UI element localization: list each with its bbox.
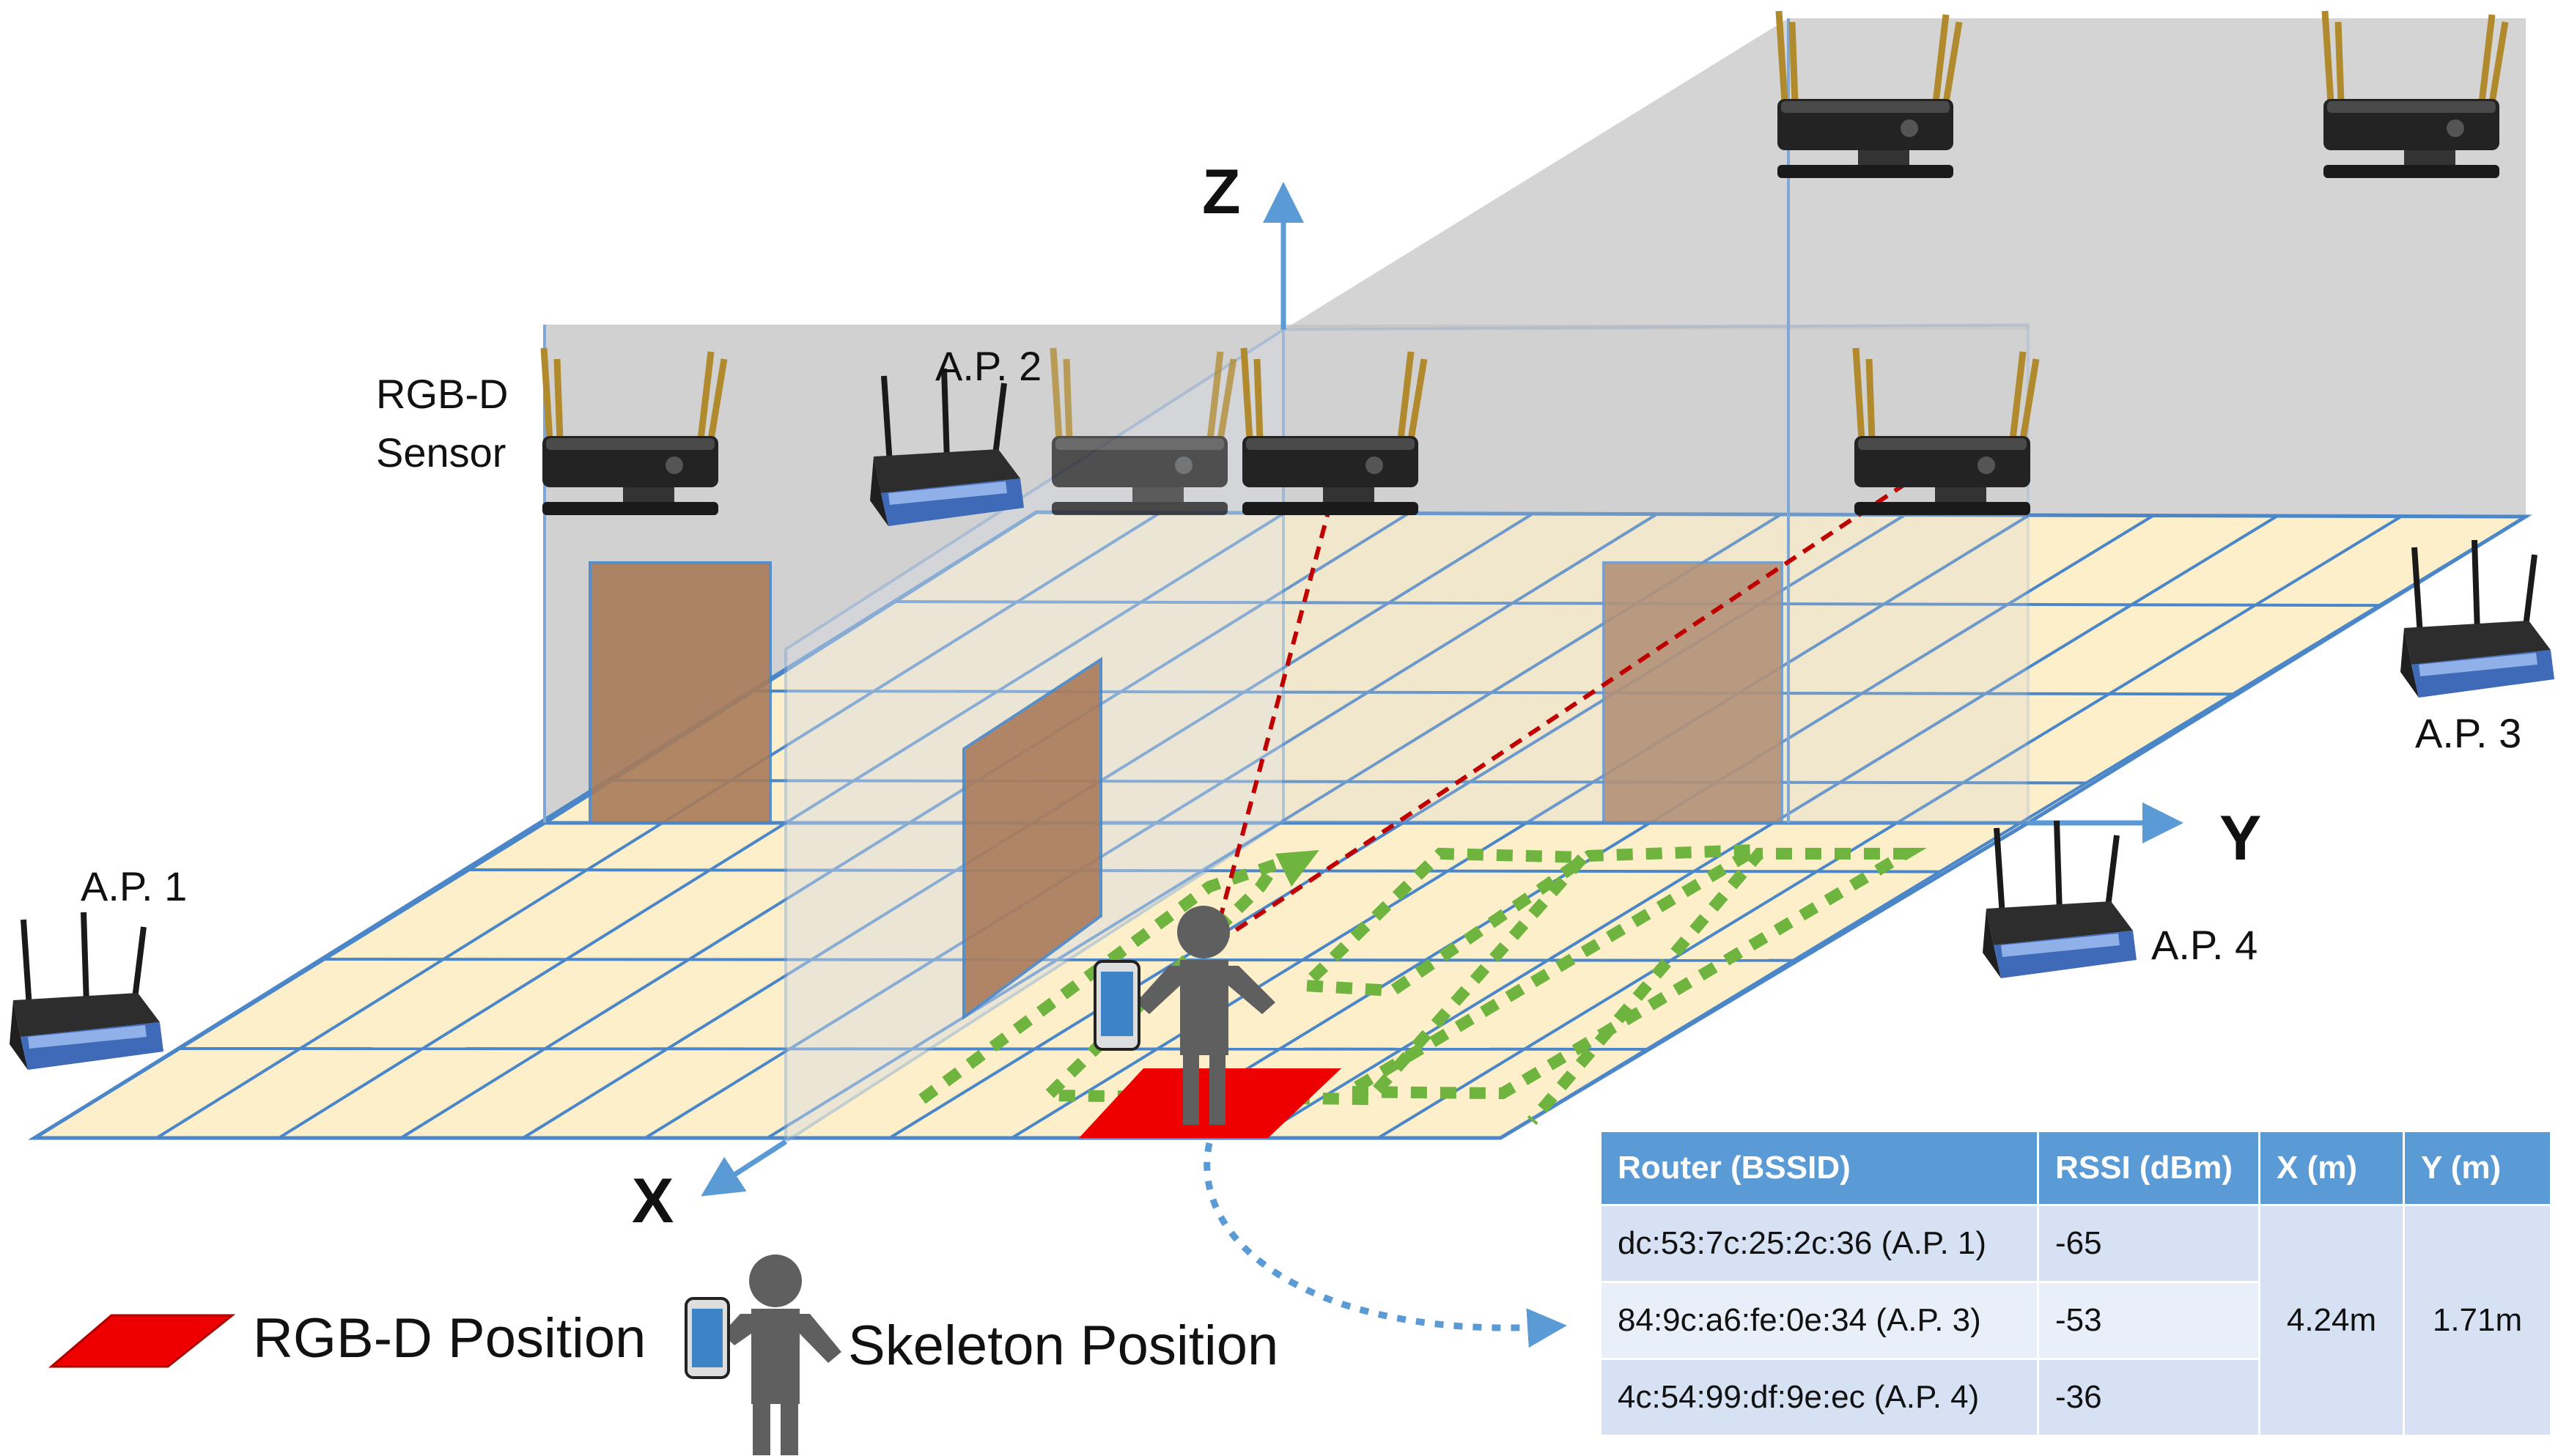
- x-value-cell: 4.24m: [2258, 1204, 2405, 1437]
- smartphone-icon: [1094, 960, 1140, 1051]
- router-ap4-icon: [1983, 821, 2137, 978]
- z-axis-label: Z: [1202, 157, 1241, 227]
- rssi-cell: -53: [2037, 1281, 2260, 1360]
- sensor-ray-1: [1211, 503, 1333, 946]
- ap1-label: A.P. 1: [81, 863, 188, 909]
- grid-line: [607, 779, 2087, 785]
- sensor-label-line1: RGB-D: [376, 371, 509, 417]
- grid-line: [463, 868, 1940, 873]
- legend-rgbd-label: RGB-D Position: [253, 1307, 646, 1370]
- walking-path: [918, 844, 1928, 1126]
- grid-line: [155, 511, 1162, 1139]
- grid-line: [750, 690, 2233, 696]
- grid-line: [1499, 515, 2527, 1139]
- door-right: [1602, 561, 1783, 824]
- rssi-cell: -65: [2037, 1204, 2260, 1283]
- table-row: 4c:54:99:df:9e:ec (A.P. 4) -36: [1599, 1358, 2551, 1437]
- y-value-cell: 1.71m: [2403, 1204, 2552, 1437]
- ap4-label: A.P. 4: [2151, 922, 2258, 968]
- legend-rgbd-swatch: [48, 1314, 236, 1368]
- grid-line: [33, 511, 1038, 1139]
- skeleton-figure: [1136, 906, 1275, 1125]
- table-row: 84:9c:a6:fe:0e:34 (A.P. 3) -53: [1599, 1281, 2551, 1360]
- table-row: dc:53:7c:25:2c:36 (A.P. 1) -65 4.24m 1.7…: [1599, 1204, 2552, 1437]
- grid-line: [1132, 514, 2155, 1139]
- router-ap1-icon: [10, 912, 163, 1070]
- grid-line: [399, 511, 1410, 1139]
- y-axis-label: Y: [2219, 803, 2262, 873]
- rssi-table: Router (BSSID) RSSI (dBm) X (m) Y (m) dc…: [1599, 1130, 2552, 1437]
- sensor-ray-2: [1212, 481, 1907, 947]
- grid-line: [278, 511, 1286, 1139]
- x-axis-label: X: [632, 1166, 674, 1236]
- link-curve: [1204, 1142, 1567, 1348]
- bssid-cell: 84:9c:a6:fe:0e:34 (A.P. 3): [1599, 1281, 2039, 1360]
- door-partition: [962, 657, 1102, 1020]
- header-rssi: RSSI (dBm): [2037, 1130, 2260, 1206]
- rssi-cell: -36: [2037, 1358, 2260, 1437]
- header-bssid: Router (BSSID): [1599, 1130, 2039, 1206]
- grid-line: [1377, 514, 2403, 1139]
- header-x: X (m): [2258, 1130, 2405, 1206]
- grid-line: [644, 512, 1658, 1139]
- table-header-row: Router (BSSID) RSSI (dBm) X (m) Y (m): [1599, 1130, 2552, 1206]
- sensor-label-line2: Sensor: [376, 429, 506, 476]
- ap2-label: A.P. 2: [935, 343, 1042, 389]
- bssid-cell: dc:53:7c:25:2c:36 (A.P. 1): [1599, 1204, 2039, 1283]
- mid-partition: [1282, 322, 2030, 825]
- x-axis: [701, 1139, 787, 1197]
- ap3-label: A.P. 3: [2415, 710, 2522, 756]
- path-arrow: [1275, 850, 1319, 887]
- back-wall-right: [1283, 18, 2526, 517]
- legend-skeleton-icon: [685, 1254, 841, 1455]
- bssid-cell: 4c:54:99:df:9e:ec (A.P. 4): [1599, 1358, 2039, 1437]
- door-left: [589, 561, 772, 824]
- grid-line: [320, 958, 1794, 962]
- legend-skeleton-label: Skeleton Position: [848, 1315, 1279, 1377]
- header-y: Y (m): [2403, 1130, 2552, 1206]
